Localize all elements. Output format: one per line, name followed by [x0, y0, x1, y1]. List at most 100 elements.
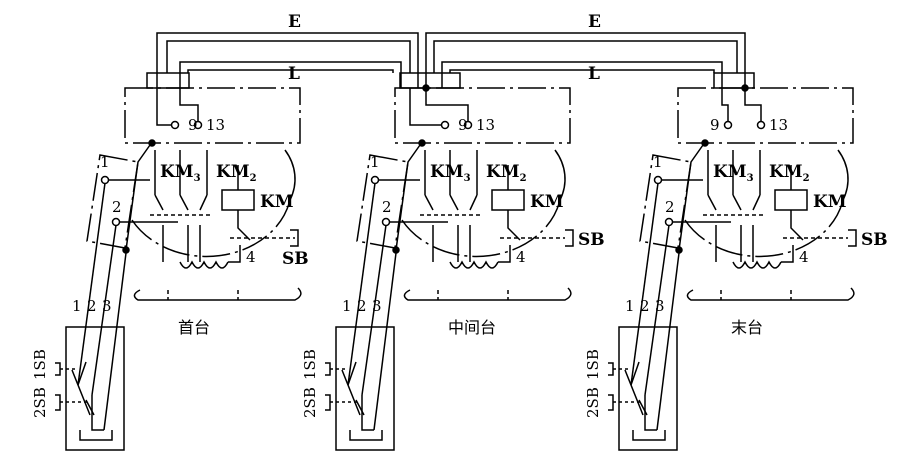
point-4-label: 4 — [799, 248, 809, 266]
km3-label: KM3 — [713, 162, 754, 184]
km3-contact-left — [707, 150, 717, 262]
km3-contact-right — [179, 150, 189, 262]
base-mounts — [720, 290, 792, 300]
wire-l-to-9 — [721, 88, 729, 122]
pendant-1sb-label: 1SB — [301, 349, 319, 380]
wire-e-to-9 — [156, 88, 172, 126]
pendant-wiring — [632, 395, 666, 441]
cable-label-2: 2 — [87, 297, 97, 315]
motor-housing-right — [284, 149, 296, 201]
earth-bus-inner-2 — [433, 40, 738, 73]
km3-label: KM3 — [430, 162, 471, 184]
km3-contact-left — [154, 150, 164, 262]
line-bus-2 — [441, 61, 723, 88]
pendant-wiring — [349, 395, 383, 441]
line-bus-inner-1 — [187, 69, 394, 73]
winding-return — [498, 245, 511, 263]
terminal-13-label: 13 — [769, 116, 788, 134]
km2-contact — [752, 150, 761, 262]
cable-label-1: 1 — [72, 297, 82, 315]
earth-bus-line-2 — [425, 32, 746, 88]
unit-caption: 首台 — [178, 318, 210, 337]
km2-contact — [199, 150, 208, 262]
junction-dot — [701, 139, 709, 147]
km3-contact-right — [732, 150, 742, 262]
motor-base — [686, 287, 855, 301]
terminal-13 — [756, 120, 766, 130]
pendant-links — [613, 368, 641, 403]
pendant-switches — [71, 361, 95, 416]
coil-wires — [790, 165, 804, 241]
earth-bus-line-1 — [156, 32, 419, 88]
sb-bracket — [565, 229, 574, 247]
terminal-9 — [723, 120, 733, 130]
motor-housing-right — [554, 149, 566, 201]
cable-label-3: 3 — [655, 297, 665, 315]
km2-label: KM2 — [486, 162, 527, 184]
switch-point-1 — [653, 175, 663, 185]
sb-bracket — [290, 229, 299, 247]
wire-l-to-13 — [425, 88, 469, 122]
earth-label-1: E — [288, 12, 301, 32]
motor-winding — [179, 260, 229, 269]
winding-return — [781, 245, 794, 263]
point-2-label: 2 — [382, 198, 392, 216]
point-2-label: 2 — [112, 198, 122, 216]
point-1-label: 1 — [370, 153, 380, 171]
terminal-9-label: 9 — [458, 116, 468, 134]
pendant-box — [65, 326, 125, 451]
earth-label-2: E — [588, 12, 601, 32]
bus-lines: E L E L — [156, 12, 746, 88]
km3-contact-right — [449, 150, 459, 262]
sb-label: SB — [282, 249, 309, 269]
pendant-1sb-label: 1SB — [31, 349, 49, 380]
pendant-brackets — [608, 362, 614, 411]
point-4-label: 4 — [516, 248, 526, 266]
terminal-13-label: 13 — [476, 116, 495, 134]
terminal-connector — [713, 72, 755, 89]
motor-housing-right — [837, 149, 849, 201]
unit-last: 9 13 KM3 KM2 KM 4 SB 1 2 — [584, 72, 888, 451]
point-1-label: 1 — [100, 153, 110, 171]
terminal-box — [124, 87, 301, 144]
coil-label: KM — [813, 192, 847, 212]
coil-km — [491, 189, 525, 211]
terminal-box — [677, 87, 854, 144]
cable-wire-2 — [91, 224, 117, 396]
coil-wires — [237, 165, 251, 241]
coil-label: KM — [530, 192, 564, 212]
pendant-switches — [341, 361, 365, 416]
cable-wire-3 — [103, 252, 127, 431]
cable-label-1: 1 — [625, 297, 635, 315]
motor-housing — [131, 199, 291, 258]
earth-bus-inner-1 — [166, 40, 411, 73]
pendant-brackets — [55, 362, 61, 411]
switch-point-2 — [381, 217, 391, 227]
wire-3-link — [125, 144, 151, 251]
wire-l-to-13 — [179, 88, 199, 122]
motor-housing — [684, 199, 844, 258]
km2-label: KM2 — [769, 162, 810, 184]
terminal-connector — [399, 72, 461, 89]
terminal-13-label: 13 — [206, 116, 225, 134]
sb-bracket — [848, 229, 857, 247]
cable-label-3: 3 — [102, 297, 112, 315]
point-2-label: 2 — [665, 198, 675, 216]
pendant-1sb-label: 1SB — [584, 349, 602, 380]
cable-label-3: 3 — [372, 297, 382, 315]
terminal-9 — [170, 120, 180, 130]
cable-label-2: 2 — [357, 297, 367, 315]
wire-e-to-13 — [744, 88, 762, 122]
pendant-2sb-label: 2SB — [31, 387, 49, 418]
bus-junction-dot — [741, 84, 749, 92]
pendant-switches — [624, 361, 648, 416]
junction-dot — [148, 139, 156, 147]
coil-km — [774, 189, 808, 211]
cable-label-2: 2 — [640, 297, 650, 315]
coil-km — [221, 189, 255, 211]
cable-label-1: 1 — [342, 297, 352, 315]
motor-base — [133, 287, 302, 301]
pendant-links — [60, 368, 88, 403]
